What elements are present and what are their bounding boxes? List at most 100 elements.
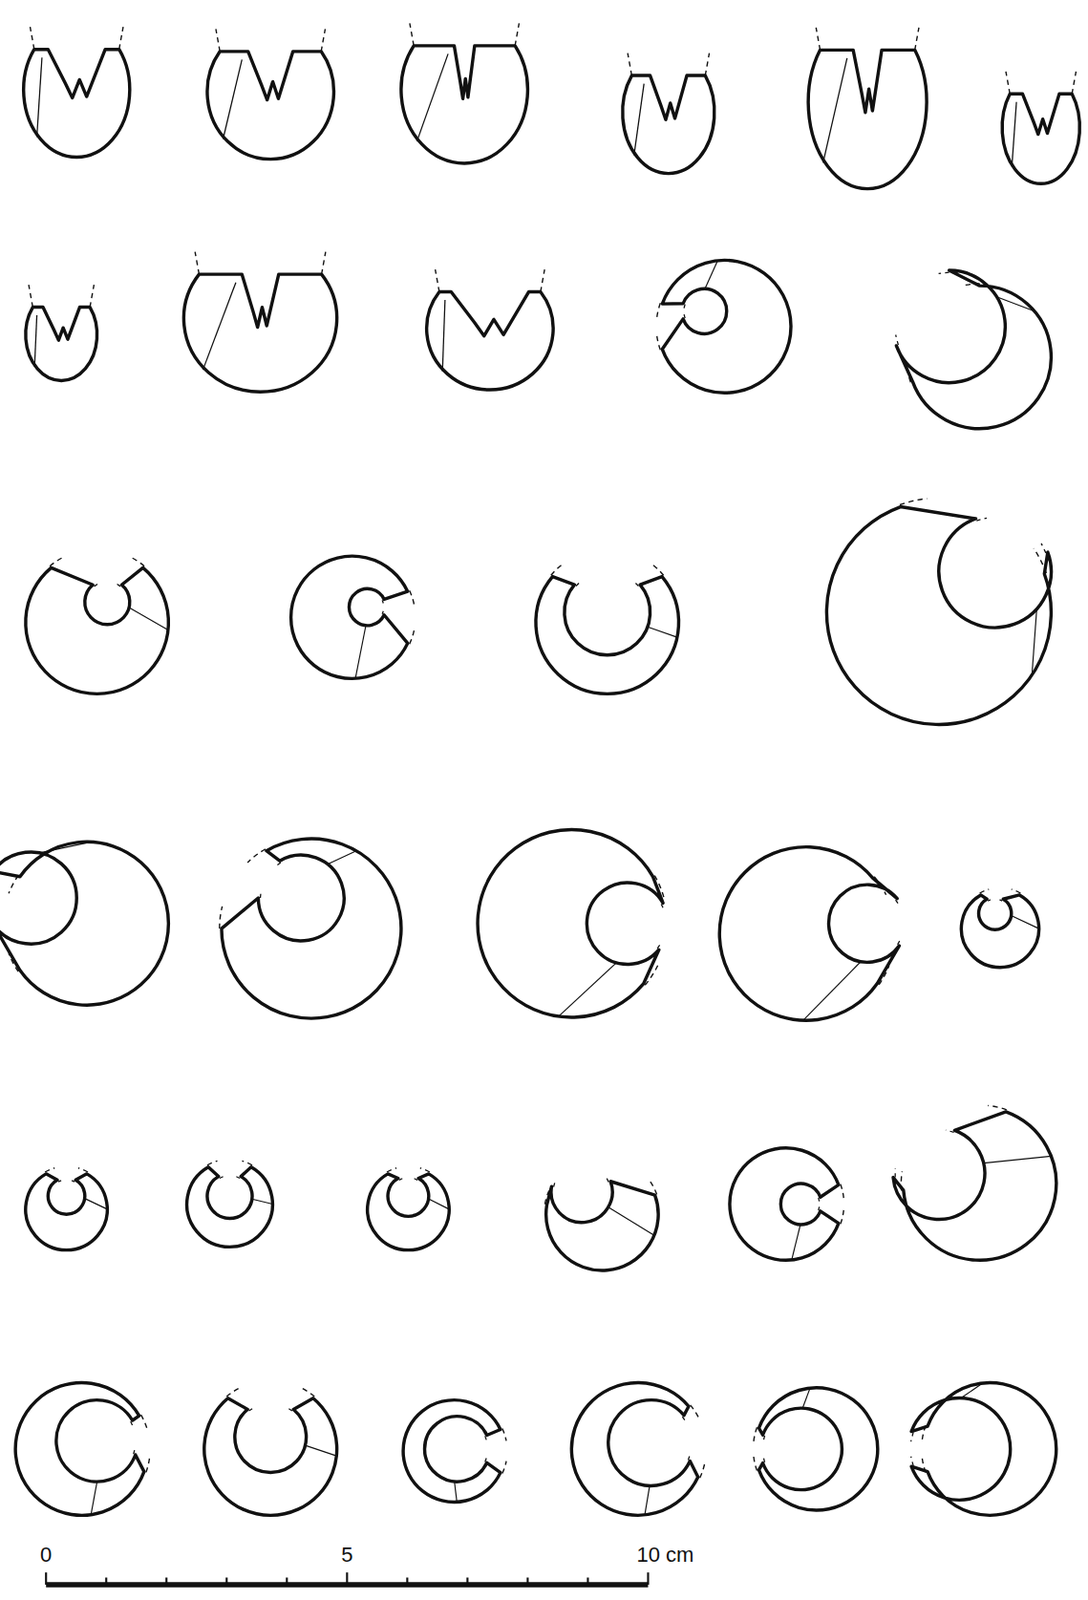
reconstruction-line xyxy=(30,26,35,50)
reconstruction-line xyxy=(976,517,987,521)
reconstruction-line xyxy=(502,1461,507,1474)
break-line xyxy=(327,851,357,865)
break-line xyxy=(647,626,678,638)
shank-fragment xyxy=(426,292,554,391)
reconstruction-line xyxy=(895,1169,896,1178)
scale-tick xyxy=(165,1577,168,1584)
reconstruction-line xyxy=(654,875,664,898)
reconstruction-line xyxy=(840,1210,844,1224)
reconstruction-line xyxy=(650,1181,658,1195)
break-line xyxy=(791,1224,801,1260)
reconstruction-line xyxy=(249,1407,256,1411)
reconstruction-line xyxy=(753,1427,758,1443)
shank-fragment xyxy=(622,75,715,174)
break-line xyxy=(823,58,848,163)
hook-fragment xyxy=(535,576,680,695)
break-line xyxy=(1011,915,1040,929)
break-line xyxy=(802,1387,811,1408)
hook-fragment xyxy=(0,841,169,1005)
reconstruction-line xyxy=(683,304,685,309)
reconstruction-line xyxy=(130,1421,134,1429)
scale-tick xyxy=(405,1577,408,1584)
break-line xyxy=(428,1198,450,1210)
reconstruction-line xyxy=(656,333,661,350)
reconstruction-line xyxy=(840,1184,844,1198)
break-line xyxy=(1031,609,1037,676)
scale-tick xyxy=(225,1577,228,1584)
reconstruction-line xyxy=(1005,71,1010,95)
reconstruction-line xyxy=(321,252,326,276)
break-line xyxy=(442,299,446,372)
reconstruction-line xyxy=(700,1462,705,1479)
reconstruction-line xyxy=(980,889,990,894)
reconstruction-line xyxy=(386,1168,397,1173)
reconstruction-line xyxy=(414,1178,418,1181)
shank-fragment xyxy=(401,45,528,164)
reconstruction-line xyxy=(1071,71,1076,95)
break-line xyxy=(608,1207,655,1236)
reconstruction-line xyxy=(900,1171,902,1191)
reconstruction-line xyxy=(1011,889,1022,894)
reconstruction-line xyxy=(763,1454,766,1463)
reconstruction-line xyxy=(999,899,1003,901)
reconstruction-line xyxy=(44,1168,55,1173)
shank-fragment xyxy=(25,307,98,382)
scale-tick xyxy=(285,1577,288,1584)
reconstruction-line xyxy=(633,580,640,587)
hook-fragment xyxy=(758,1387,877,1511)
reconstruction-line xyxy=(485,1435,488,1442)
break-line xyxy=(223,59,243,139)
reconstruction-line xyxy=(661,903,664,911)
break-line xyxy=(85,1198,108,1210)
reconstruction-line xyxy=(409,590,415,605)
break-line xyxy=(960,1383,983,1399)
reconstruction-line xyxy=(878,965,890,985)
hook-fragment xyxy=(960,895,1039,968)
hook-fragment xyxy=(25,1173,107,1251)
reconstruction-line xyxy=(435,269,440,293)
shank-fragment xyxy=(808,49,927,189)
reconstruction-line xyxy=(247,849,266,863)
reconstruction-line xyxy=(938,272,950,274)
scale-tick xyxy=(466,1577,469,1584)
reconstruction-line xyxy=(409,629,415,644)
reconstruction-line xyxy=(219,906,223,929)
reconstruction-line xyxy=(987,1105,1007,1110)
reconstruction-line xyxy=(961,283,981,286)
reconstruction-line xyxy=(897,938,902,945)
reconstruction-line xyxy=(141,1414,149,1430)
reconstruction-line xyxy=(817,1197,820,1202)
reconstruction-line xyxy=(399,1178,403,1181)
reconstruction-line xyxy=(219,1176,224,1179)
reconstruction-line xyxy=(409,22,414,46)
reconstruction-line xyxy=(94,584,98,587)
reconstruction-line xyxy=(945,1130,955,1132)
reconstruction-line xyxy=(815,27,820,51)
reconstruction-line xyxy=(8,953,19,972)
break-line xyxy=(355,625,366,680)
reconstruction-line xyxy=(606,1176,610,1182)
hook-fragment xyxy=(367,1173,449,1251)
reconstruction-line xyxy=(226,1387,241,1398)
reconstruction-line xyxy=(817,1206,820,1211)
reconstruction-line xyxy=(551,562,565,576)
reconstruction-line xyxy=(274,862,281,868)
reconstruction-line xyxy=(420,1168,430,1173)
scale-tick xyxy=(345,1572,348,1585)
hook-fragment xyxy=(187,1167,274,1248)
break-line xyxy=(37,57,43,137)
reconstruction-line xyxy=(502,1429,507,1442)
hook-fragment xyxy=(546,1181,660,1271)
hook-fragment xyxy=(911,1382,1057,1515)
reconstruction-line xyxy=(207,1160,218,1165)
reconstruction-line xyxy=(906,364,911,383)
reconstruction-line xyxy=(382,611,384,615)
reconstruction-line xyxy=(58,1180,62,1182)
reconstruction-line xyxy=(690,1405,701,1420)
reconstruction-line xyxy=(911,1456,914,1467)
scale-label: 0 xyxy=(40,1544,52,1566)
hook-fragment xyxy=(826,507,1051,726)
break-line xyxy=(634,84,644,156)
reconstruction-line xyxy=(194,252,199,276)
